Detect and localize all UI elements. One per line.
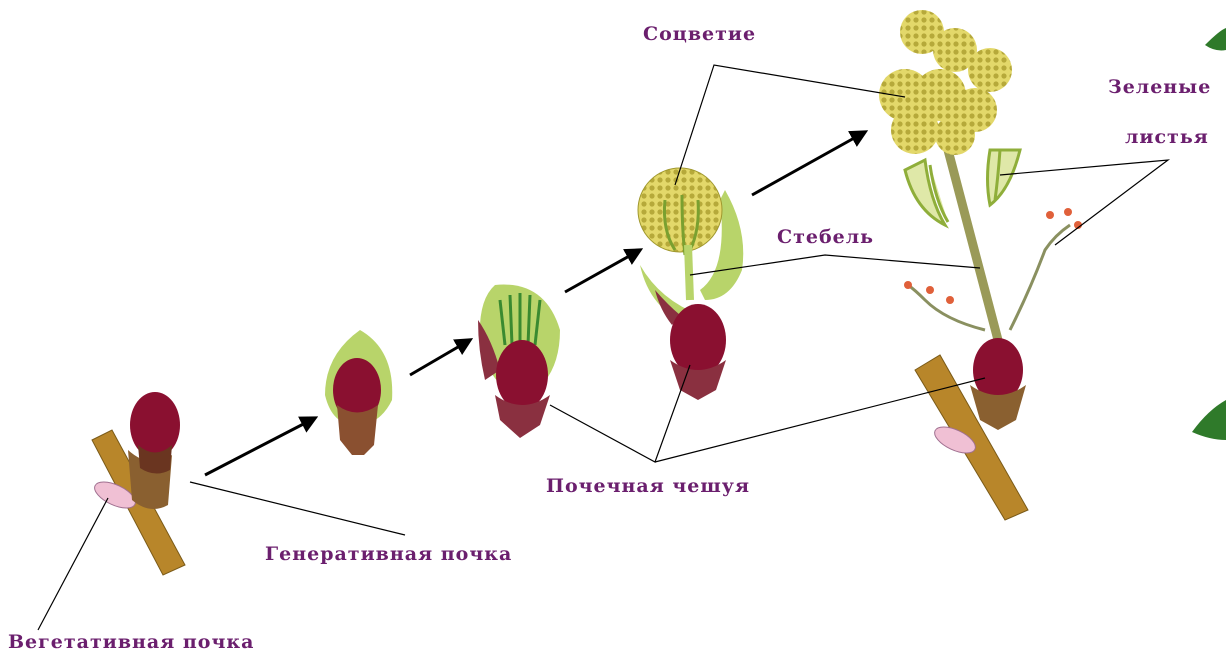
leader-green-leaves [1000, 160, 1168, 245]
leader-vegetative-bud [38, 498, 108, 630]
leader-generative-bud [190, 482, 405, 535]
label-generative-bud: Генеративная почка [265, 543, 512, 565]
label-inflorescence: Соцветие [643, 23, 756, 45]
label-vegetative-bud: Вегетативная почка [8, 631, 254, 653]
arrow-1-to-2 [205, 418, 315, 475]
label-green-leaves-1: Зеленые [1108, 76, 1211, 98]
stage5-flowering-shoot [879, 10, 1082, 520]
arrow-4-to-5 [752, 132, 865, 195]
arrow-3-to-4 [565, 250, 640, 292]
labels: Соцветие Зеленые листья Стебель Почечная… [8, 23, 1211, 653]
stage5-green-leaf-left [905, 160, 948, 225]
leader-inflorescence [675, 65, 905, 185]
label-green-leaves-2: листья [1125, 126, 1209, 148]
stage4-inflorescence-emerging [638, 168, 743, 400]
stage3-opening-bud [478, 285, 560, 438]
arrow-2-to-3 [410, 340, 470, 375]
label-bud-scales: Почечная чешуя [546, 475, 750, 497]
leader-bud-scales [550, 365, 690, 462]
stage1-dormant-bud [91, 392, 185, 575]
stage5-green-leaf-right [988, 150, 1021, 205]
stage5-inflorescence-cluster [879, 10, 1012, 155]
stage2-swelling-bud [325, 330, 392, 455]
label-stem: Стебель [777, 226, 874, 248]
